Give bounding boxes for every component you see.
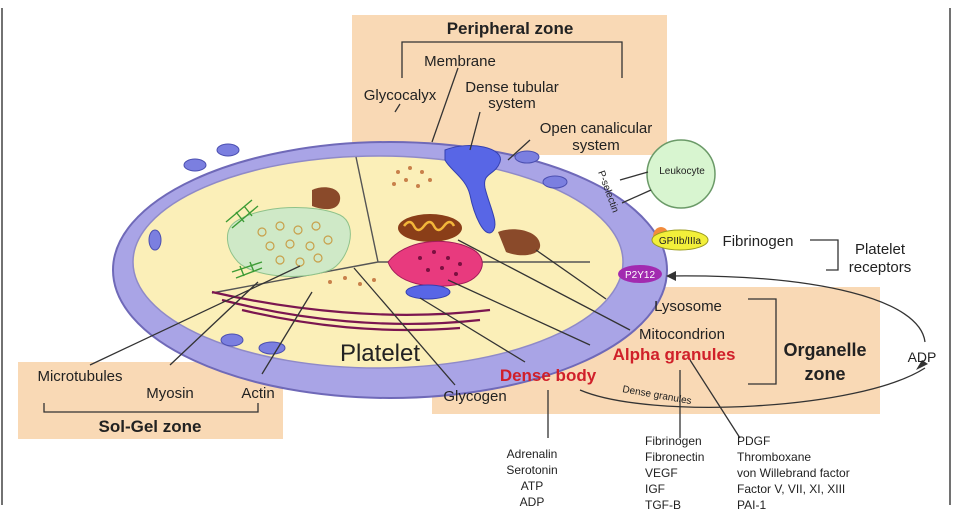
- platelet-receptors-label-2: receptors: [849, 259, 912, 276]
- dense-body-item: Serotonin: [506, 463, 557, 477]
- vesicle: [184, 159, 206, 171]
- vesicle: [149, 230, 161, 250]
- platelet-receptors-label-1: Platelet: [855, 241, 906, 258]
- dense-tubular-label-2: system: [488, 95, 536, 112]
- dense-tubular-label-1: Dense tubular: [465, 79, 558, 96]
- alpha-item: PAI-1: [737, 498, 766, 512]
- alpha-item: IGF: [645, 482, 665, 496]
- receptor-bracket: [810, 240, 838, 270]
- organelle-zone-title-2: zone: [804, 364, 845, 384]
- mitochondrion-shape: [398, 214, 462, 242]
- platelet-label: Platelet: [340, 340, 420, 367]
- alpha-granules-label: Alpha granules: [613, 345, 736, 364]
- alpha-contents-left: Fibrinogen Fibronectin VEGF IGF TGF-B: [645, 434, 704, 512]
- p-selectin-links: [620, 172, 651, 203]
- alpha-contents-right: PDGF Thromboxane von Willebrand factor F…: [737, 434, 850, 512]
- lysosome-label: Lysosome: [654, 298, 722, 315]
- alpha-item: Thromboxane: [737, 450, 811, 464]
- alpha-item: VEGF: [645, 466, 678, 480]
- mitocondrion-label: Mitocondrion: [639, 326, 725, 343]
- alpha-item: von Willebrand factor: [737, 466, 850, 480]
- glycogen-label: Glycogen: [443, 388, 506, 405]
- alpha-item: Fibrinogen: [645, 434, 702, 448]
- vesicle: [217, 144, 239, 156]
- lysosome-shape: [312, 187, 340, 209]
- solgel-zone-title: Sol-Gel zone: [99, 417, 202, 436]
- open-canalicular-label-1: Open canalicular: [540, 120, 653, 137]
- dense-body-contents: Adrenalin Serotonin ATP ADP: [506, 447, 557, 509]
- alpha-item: Factor V, VII, XI, XIII: [737, 482, 845, 496]
- vesicle: [221, 334, 243, 346]
- fibrinogen-label: Fibrinogen: [723, 233, 794, 250]
- actin-label: Actin: [241, 385, 274, 402]
- alpha-item: PDGF: [737, 434, 770, 448]
- adp-label: ADP: [908, 349, 937, 365]
- alpha-item: TGF-B: [645, 498, 681, 512]
- dense-body-item: Adrenalin: [507, 447, 558, 461]
- dense-body-item: ATP: [521, 479, 543, 493]
- open-canalicular-label-2: system: [572, 137, 620, 154]
- myosin-label: Myosin: [146, 385, 194, 402]
- vesicle: [543, 176, 567, 188]
- organelle-zone-title-1: Organelle: [783, 340, 866, 360]
- vesicle: [515, 151, 539, 163]
- dense-body-item: ADP: [520, 495, 545, 509]
- glycocalyx-label: Glycocalyx: [364, 87, 437, 104]
- microtubules-label: Microtubules: [37, 368, 122, 385]
- alpha-item: Fibronectin: [645, 450, 704, 464]
- leukocyte-label: Leukocyte: [659, 166, 705, 177]
- dense-body-shape: [406, 285, 450, 299]
- p2y12-label: P2Y12: [625, 270, 655, 281]
- peripheral-zone-title: Peripheral zone: [447, 19, 574, 38]
- dense-body-label: Dense body: [500, 366, 597, 385]
- gpiib-label: GPIIb/IIIa: [659, 236, 702, 247]
- membrane-label: Membrane: [424, 53, 496, 70]
